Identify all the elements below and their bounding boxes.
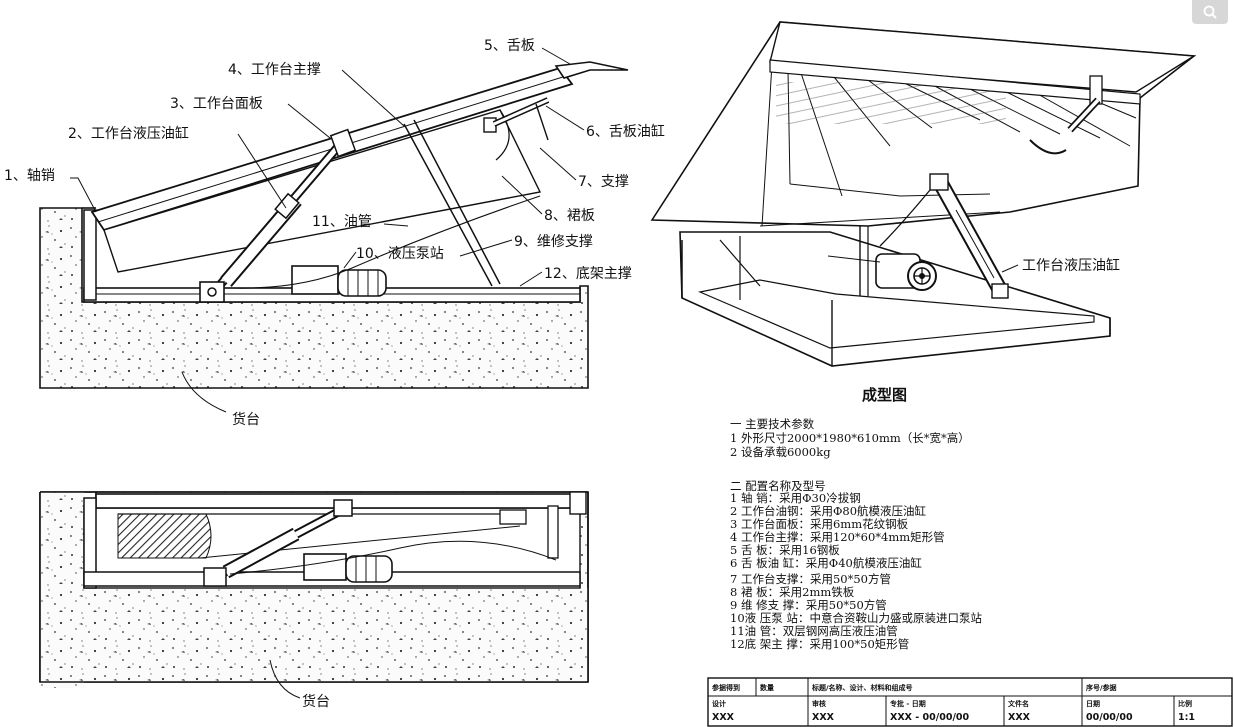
label-oil-hose: 11、油管 bbox=[312, 214, 372, 230]
lip-plate bbox=[554, 61, 629, 79]
label-pump: 10、液压泵站 bbox=[356, 246, 444, 262]
label-lip: 5、舌板 bbox=[484, 38, 535, 54]
label-main-support: 4、工作台主撑 bbox=[228, 62, 321, 78]
search-icon bbox=[1203, 5, 1217, 19]
iso-main-cylinder bbox=[929, 173, 1009, 299]
label-iso-cylinder: 工作台液压油缸 bbox=[1022, 257, 1120, 274]
label-ground-bottom: 货台 bbox=[302, 693, 330, 710]
zoom-button[interactable] bbox=[1192, 0, 1228, 24]
title-block: 参据得到 数量 标题/名称、设计、材料和组成号 序号/参据 设计 审核 专批 -… bbox=[707, 677, 1233, 727]
tb-label: 审核 bbox=[812, 699, 826, 708]
tb-header-cell: 数量 bbox=[760, 683, 774, 692]
tb-value: 00/00/00 bbox=[1086, 712, 1133, 723]
label-support: 7、支撑 bbox=[578, 174, 629, 190]
tb-header-cell: 参据得到 bbox=[712, 683, 740, 692]
stowed-view: 货台 bbox=[39, 491, 589, 710]
spec-section2-title: 二 配置名称及型号 bbox=[730, 479, 826, 493]
tb-header-cell: 标题/名称、设计、材料和组成号 bbox=[811, 683, 913, 692]
lip-cylinder bbox=[483, 97, 550, 141]
skirt-plate bbox=[103, 109, 542, 273]
tb-value: XXX - 00/00/00 bbox=[890, 712, 970, 723]
spec-line: 1 外形尺寸2000*1980*610mm（长*宽*高） bbox=[730, 431, 970, 445]
side-leader-lines bbox=[70, 47, 585, 413]
spec-item: 1 轴 销：采用Φ30冷拔钢 bbox=[730, 491, 861, 505]
tb-label: 日期 bbox=[1086, 699, 1100, 708]
tb-value: XXX bbox=[1008, 712, 1031, 723]
label-ground-top: 货台 bbox=[232, 411, 260, 428]
label-pin: 1、轴销 bbox=[4, 168, 55, 184]
caption-model-view: 成型图 bbox=[862, 386, 907, 404]
concrete-pit bbox=[39, 207, 589, 389]
iso-view: 工作台液压油缸 成型图 bbox=[650, 21, 1197, 404]
label-base-frame: 12、底架主撑 bbox=[544, 266, 632, 282]
pump-station bbox=[291, 265, 387, 297]
tb-header-cell: 序号/参据 bbox=[1085, 683, 1117, 692]
label-maintenance-strut: 9、维修支撑 bbox=[514, 234, 593, 250]
skirt-hatched bbox=[117, 513, 212, 559]
tb-value: 1:1 bbox=[1178, 712, 1195, 723]
spec-notes: 一 主要技术参数 1 外形尺寸2000*1980*610mm（长*宽*高） 2 … bbox=[730, 417, 982, 651]
spec-item: 4 工作台主撑：采用120*60*4mm矩形管 bbox=[730, 530, 945, 544]
main-cylinder bbox=[199, 128, 357, 303]
spec-item: 9 维 修支 撑：采用50*50方管 bbox=[730, 598, 887, 612]
spec-item: 3 工作台面板：采用6mm花纹钢板 bbox=[730, 517, 909, 531]
spec-item: 12底 架主 撑：采用100*50矩形管 bbox=[730, 637, 909, 651]
spec-item: 6 舌 板油 缸：采用Φ40航模液压油缸 bbox=[730, 556, 922, 570]
label-main-cylinder: 2、工作台液压油缸 bbox=[68, 125, 189, 142]
oil-hose bbox=[229, 195, 541, 289]
tb-value: XXX bbox=[812, 712, 835, 723]
tb-label: 比例 bbox=[1178, 699, 1192, 708]
label-deck-plate: 3、工作台面板 bbox=[170, 96, 263, 112]
label-lip-cylinder: 6、舌板油缸 bbox=[586, 123, 665, 140]
spec-item: 10液 压泵 站：中意合资鞍山力盛或原装进口泵站 bbox=[730, 611, 982, 625]
spec-item: 8 裙 板：采用2mm铁板 bbox=[730, 585, 855, 599]
spec-item: 2 工作台油钢：采用Φ80航模液压油缸 bbox=[730, 504, 927, 518]
iso-pump bbox=[875, 189, 937, 291]
maintenance-strut bbox=[403, 123, 493, 287]
spec-item: 5 舌 板：采用16钢板 bbox=[730, 543, 840, 557]
spec-item: 11油 管：双层钢网高压液压油管 bbox=[730, 624, 898, 638]
spec-section1-title: 一 主要技术参数 bbox=[730, 417, 815, 431]
side-view: 1、轴销 2、工作台液压油缸 3、工作台面板 4、工作台主撑 5、舌板 6、舌板… bbox=[4, 38, 665, 428]
tb-label: 专批 - 日期 bbox=[890, 699, 926, 708]
tb-label: 设计 bbox=[712, 699, 726, 708]
spec-item: 7 工作台支撑：采用50*50方管 bbox=[730, 572, 891, 586]
tb-value: XXX bbox=[712, 712, 735, 723]
label-skirt: 8、裙板 bbox=[544, 208, 595, 224]
spec-line: 2 设备承载6000kg bbox=[730, 445, 831, 459]
tb-label: 文件名 bbox=[1008, 699, 1029, 708]
